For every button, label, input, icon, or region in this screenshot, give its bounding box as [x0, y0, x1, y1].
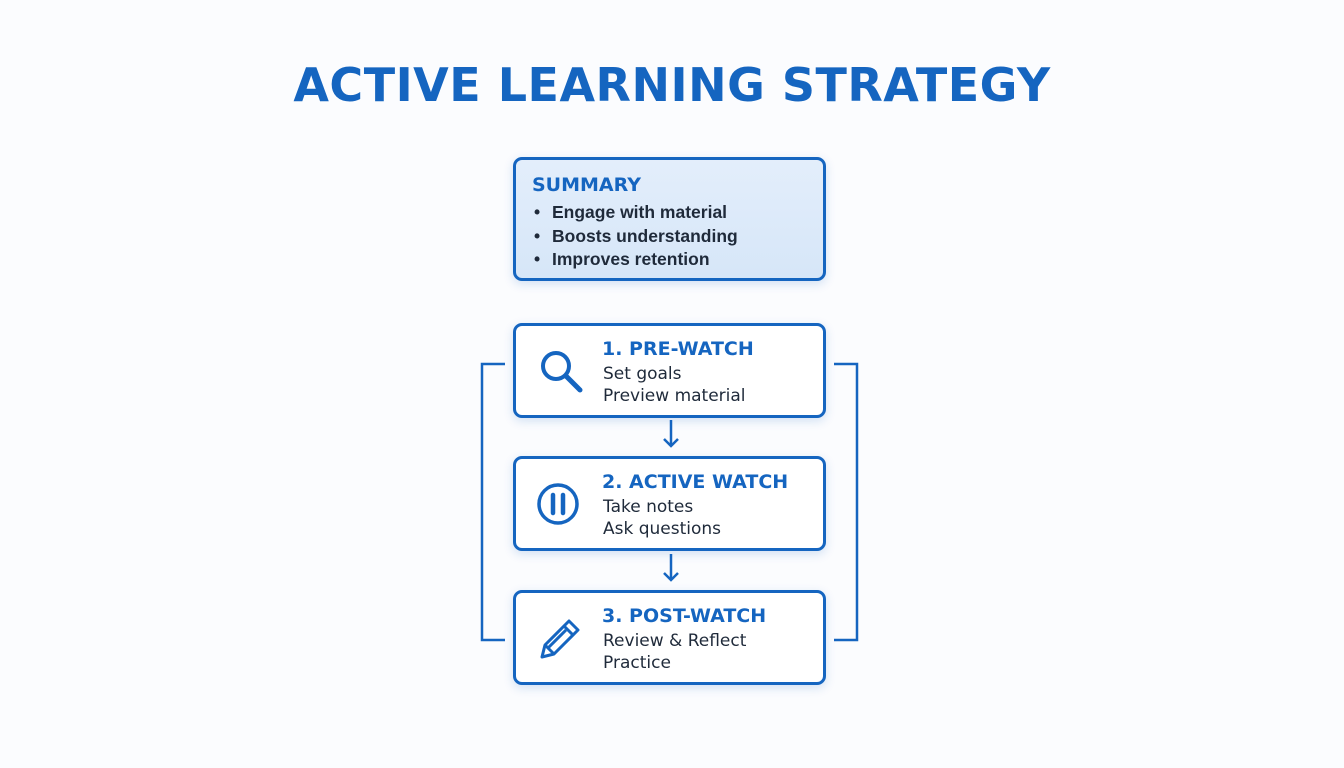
- summary-list: •Engage with material •Boosts understand…: [534, 201, 738, 272]
- step-line: Preview material: [603, 386, 746, 406]
- step-line: Take notes: [603, 497, 694, 517]
- step-line: Review & Reflect: [603, 631, 747, 651]
- loop-bracket-left: [480, 362, 505, 642]
- step-line: Practice: [603, 653, 671, 673]
- step-active-watch: 2. ACTIVE WATCH Take notes Ask questions: [513, 456, 826, 551]
- loop-bracket-right: [834, 362, 859, 642]
- step-post-watch: 3. POST-WATCH Review & Reflect Practice: [513, 590, 826, 685]
- summary-box: SUMMARY •Engage with material •Boosts un…: [513, 157, 826, 281]
- arrow-2-to-3: [663, 554, 679, 582]
- summary-item: •Boosts understanding: [534, 225, 738, 246]
- summary-heading: SUMMARY: [532, 174, 641, 196]
- summary-item: •Engage with material: [534, 202, 728, 222]
- step-title: 3. POST-WATCH: [602, 605, 767, 627]
- step-line: Set goals: [603, 364, 682, 384]
- step-pre-watch: 1. PRE-WATCH Set goals Preview material: [513, 323, 826, 418]
- step-title: 1. PRE-WATCH: [602, 338, 754, 360]
- step-line: Ask questions: [603, 519, 722, 539]
- magnifier-icon: [541, 351, 583, 393]
- arrow-1-to-2: [663, 420, 679, 448]
- step-title: 2. ACTIVE WATCH: [602, 471, 789, 493]
- page-title: ACTIVE LEARNING STRATEGY: [293, 58, 1051, 112]
- summary-item: •Improves retention: [534, 249, 710, 269]
- pencil-icon: [540, 619, 580, 659]
- pause-icon: [537, 483, 579, 525]
